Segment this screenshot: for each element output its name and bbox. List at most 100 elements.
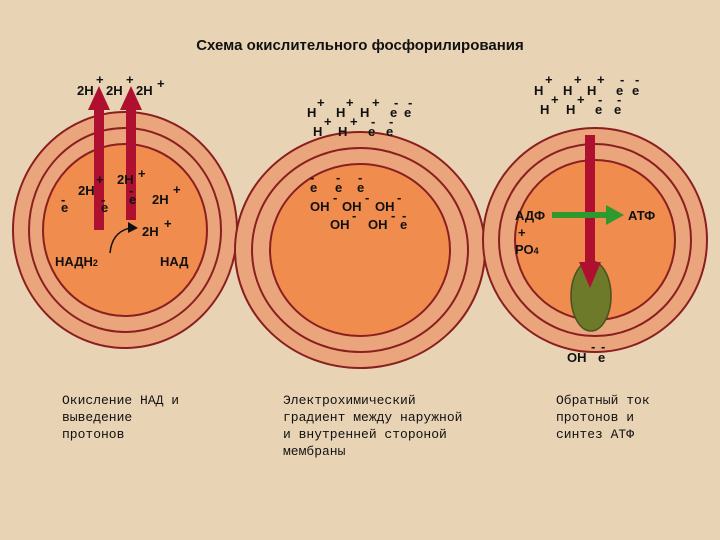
p2-h-5: Н [338,124,348,139]
p1-top-2h-1: 2Н [77,83,94,98]
minus-sign: - [365,190,370,205]
plus-sign: + [164,216,172,231]
nadh-label: НАДН2 [55,254,98,269]
minus-sign: - [591,339,596,354]
plus-sign: + [350,114,358,129]
plus-sign: + [138,166,146,181]
p3-h-3: Н [587,83,597,98]
p2-inner-e-4: е [400,217,408,232]
minus-sign: - [389,114,394,129]
p1-e-mid: е [101,200,109,215]
p2-h-2: Н [336,105,346,120]
caption-panel3: Обратный ток протонов и синтез АТФ [556,393,650,442]
p3-e-4: е [614,102,622,117]
minus-sign: - [391,208,396,223]
minus-sign: - [336,170,341,185]
plus-sign: + [126,72,134,87]
atf-label: АТФ [628,208,656,223]
p1-top-2h-2: 2Н [106,83,123,98]
plus-sign: + [324,114,332,129]
caption-panel2: Электрохимический градиент между наружно… [283,393,463,459]
p1-2h-left: 2Н [78,183,95,198]
p3-h-1: Н [534,83,544,98]
red-up-arrow [126,110,136,220]
minus-sign: - [620,72,625,87]
p2-e-4: е [386,124,394,139]
p2-e-2: е [404,105,412,120]
plus-sign: + [551,92,559,107]
p2-inner-e-1: е [310,180,318,195]
plus-sign: + [545,72,553,87]
plus-sign: + [574,72,582,87]
plus-sign: + [577,92,585,107]
p3-h-4: Н [540,102,550,117]
p1-e-right: е [129,192,137,207]
plus-sign: + [597,72,605,87]
minus-sign: - [358,170,363,185]
red-down-arrow [585,135,595,265]
p3-e-3: е [595,102,603,117]
minus-sign: - [397,190,402,205]
p2-h-4: Н [313,124,323,139]
p3-oh: ОН [567,350,587,365]
minus-sign: - [408,95,413,110]
plus-label: + [518,225,526,240]
p2-inner-e-3: е [357,180,365,195]
plus-sign: + [317,95,325,110]
membrane-line-1 [28,127,222,333]
membrane-line-2 [251,147,469,353]
green-right-arrow [552,212,608,218]
minus-sign: - [601,339,606,354]
plus-sign: + [96,72,104,87]
p3-e-1: е [616,83,624,98]
plus-sign: + [96,172,104,187]
p1-2h-low: 2Н [142,224,159,239]
p3-h-5: Н [566,102,576,117]
p2-oh-5: ОН [368,217,388,232]
p1-e-left: е [61,200,69,215]
p2-inner-e-2: е [335,180,343,195]
minus-sign: - [371,114,376,129]
p1-2h-mid: 2Н [117,172,134,187]
minus-sign: - [402,208,407,223]
minus-sign: - [129,183,134,198]
minus-sign: - [333,190,338,205]
proton-arrows-1 [88,86,142,230]
p2-e-1: е [390,105,398,120]
p3-e-bottom: е [598,350,606,365]
minus-sign: - [394,95,399,110]
p1-top-2h-3: 2Н [136,83,153,98]
red-up-arrow-head [120,86,142,110]
p2-oh-3: ОН [375,199,395,214]
minus-sign: - [61,192,66,207]
red-down-arrow-head [579,262,601,288]
p2-oh-2: ОН [342,199,362,214]
p2-e-3: е [368,124,376,139]
adf-label: АДФ [515,208,546,223]
inner-matrix-2 [269,163,451,337]
minus-sign: - [617,92,622,107]
green-right-arrow-head [606,205,624,225]
curved-arrow-head [128,222,138,233]
minus-sign: - [352,208,357,223]
plus-sign: + [346,95,354,110]
caption-panel1: Окисление НАД и выведение протонов [62,393,180,442]
diagram-title: Схема окислительного фосфорилирования [196,37,524,54]
minus-sign: - [310,170,315,185]
p2-h-3: Н [360,105,370,120]
red-up-arrow-head [88,86,110,110]
p2-oh-1: ОН [310,199,330,214]
cell-panel2 [234,131,486,369]
p3-e-2: е [632,83,640,98]
minus-sign: - [598,92,603,107]
plus-sign: + [173,182,181,197]
curved-arrow-icon [109,227,131,254]
po4-label: РО4 [515,242,539,257]
cell-panel1 [12,86,238,349]
red-up-arrow [94,110,104,230]
p3-h-2: Н [563,83,573,98]
cell-panel3 [482,127,708,353]
p1-2h-right: 2Н [152,192,169,207]
